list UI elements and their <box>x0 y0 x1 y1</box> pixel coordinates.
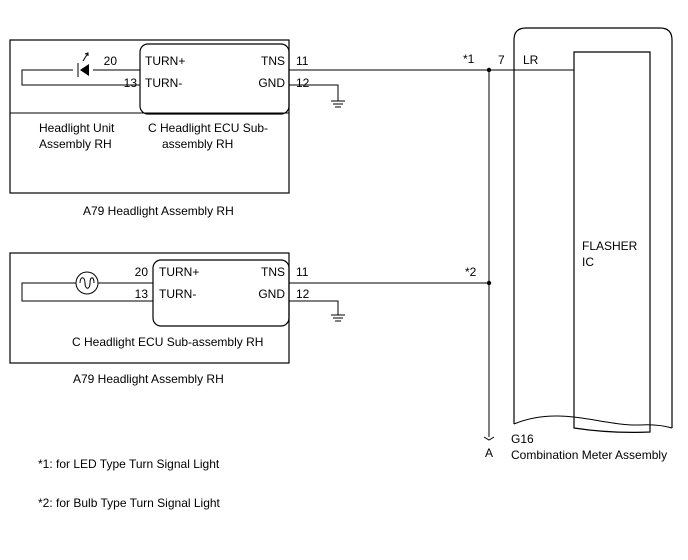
bottom-note-marker: *2 <box>465 265 477 279</box>
bottom-ground-icon <box>331 314 345 322</box>
top-headlight-unit-label-2: Assembly RH <box>39 137 112 151</box>
top-pin-turn-minus-num: 13 <box>124 76 138 90</box>
bottom-pin-turn-plus-label: TURN+ <box>159 265 199 279</box>
bottom-pin-gnd-label: GND <box>258 287 285 301</box>
top-ecu-box <box>139 43 290 115</box>
top-pin-turn-plus-label: TURN+ <box>145 54 185 68</box>
meter-outer-outline <box>513 27 673 428</box>
top-note-marker: *1 <box>463 52 475 66</box>
bus-label: A <box>485 446 493 460</box>
bottom-ecu-label: C Headlight ECU Sub-assembly RH <box>72 335 263 349</box>
bottom-ecu-box <box>152 259 290 327</box>
top-ecu-label-2: assembly RH <box>162 137 233 151</box>
bottom-pin-turn-minus-label: TURN- <box>159 287 196 301</box>
meter-pin-num: 7 <box>498 53 505 67</box>
flasher-ic-label-2: IC <box>582 255 594 269</box>
top-junction-dot <box>486 67 492 73</box>
bottom-pin-tns-num: 11 <box>296 265 309 279</box>
bus-terminal-arrow <box>483 436 495 441</box>
top-pin-turn-minus-label: TURN- <box>145 76 182 90</box>
top-ecu-label-1: C Headlight ECU Sub- <box>148 121 268 135</box>
bottom-junction-dot <box>486 280 492 286</box>
top-assembly-caption: A79 Headlight Assembly RH <box>83 204 234 218</box>
meter-connector-label: G16 <box>511 432 534 446</box>
top-pin-tns-label: TNS <box>261 54 285 68</box>
top-ground-icon <box>331 100 345 108</box>
top-pin-gnd-label: GND <box>258 76 285 90</box>
bottom-pin-tns-label: TNS <box>261 265 285 279</box>
top-ground-wire <box>289 84 339 101</box>
bottom-ground-wire <box>289 300 339 315</box>
bottom-pin-turn-minus-num: 13 <box>135 287 149 301</box>
led-icon <box>77 52 89 77</box>
meter-name-label: Combination Meter Assembly <box>511 448 667 462</box>
bulb-icon <box>75 271 99 295</box>
bottom-pin-turn-plus-num: 20 <box>135 265 149 279</box>
top-pin-turn-plus-num: 20 <box>104 54 118 68</box>
bottom-turn-minus-wire <box>21 282 153 302</box>
meter-pin-label: LR <box>523 53 539 67</box>
top-pin-gnd-num: 12 <box>296 76 310 90</box>
flasher-ic-label-1: FLASHER <box>582 239 638 253</box>
note-bulb: *2: for Bulb Type Turn Signal Light <box>38 496 221 510</box>
bottom-pin-gnd-num: 12 <box>296 287 310 301</box>
top-headlight-assembly-box <box>9 39 290 194</box>
note-led: *1: for LED Type Turn Signal Light <box>38 457 220 471</box>
flasher-ic-box <box>573 51 651 433</box>
top-pin-tns-num: 11 <box>296 54 309 68</box>
top-turn-minus-wire <box>21 69 140 86</box>
top-headlight-unit-label-1: Headlight Unit <box>39 121 115 135</box>
bottom-assembly-caption: A79 Headlight Assembly RH <box>73 372 224 386</box>
meter-break-line <box>513 415 673 429</box>
